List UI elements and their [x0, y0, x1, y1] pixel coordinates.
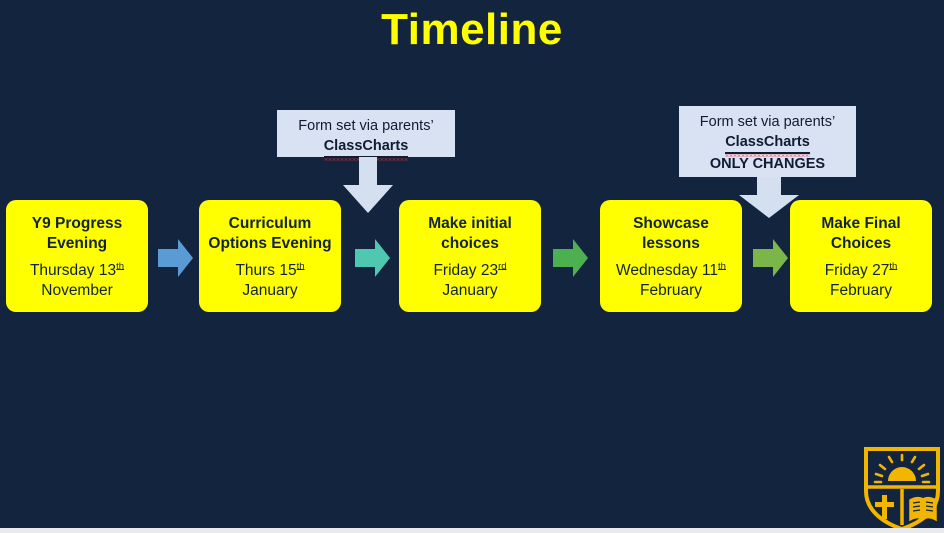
- note-initial-choices-line2: ClassCharts: [287, 136, 445, 161]
- note-initial-choices-line1: Form set via parents’: [298, 118, 434, 134]
- connector-arrow-4: [753, 238, 788, 277]
- note-final-choices: Form set via parents’ ClassCharts ONLY C…: [679, 106, 856, 177]
- note-final-choices-line2: ClassCharts: [689, 132, 846, 157]
- stage-date-4: Wednesday 11th February: [616, 260, 726, 299]
- classcharts-label: ClassCharts: [323, 136, 409, 161]
- classcharts-label-2: ClassCharts: [725, 132, 810, 157]
- cross-icon: [875, 495, 894, 519]
- connector-arrow-1: [158, 238, 193, 277]
- stage-box-showcase-lessons[interactable]: Showcase lessons Wednesday 11th February: [600, 200, 742, 312]
- page-title: Timeline: [381, 5, 563, 54]
- stage-date-1: Thursday 13th November: [29, 260, 125, 299]
- stage-title-4: Showcase lessons: [633, 214, 709, 252]
- note-initial-choices: Form set via parents’ ClassCharts: [277, 110, 455, 161]
- note-final-choices-line1: Form set via parents’: [699, 114, 836, 130]
- school-crest-logo: [858, 443, 944, 532]
- connector-arrow-2: [355, 238, 390, 277]
- stage-box-y9-progress-evening[interactable]: Y9 Progress Evening Thursday 13th Novemb…: [6, 200, 148, 312]
- stage-box-make-final-choices[interactable]: Make Final Choices Friday 27th February: [790, 200, 932, 312]
- sun-icon: [873, 453, 931, 484]
- note-final-choices-line3: ONLY CHANGES: [709, 156, 826, 172]
- stage-title-1: Y9 Progress Evening: [31, 214, 123, 252]
- down-arrow-initial-choices: [340, 157, 396, 215]
- down-arrow-final-choices: [737, 177, 801, 219]
- stage-date-2: Thurs 15th January: [235, 260, 305, 299]
- open-book-icon: [909, 496, 937, 522]
- connector-arrow-3: [553, 238, 588, 277]
- bottom-strip: [0, 528, 944, 533]
- stage-date-3: Friday 23rd January: [433, 260, 507, 299]
- stage-title-3: Make initial choices: [428, 214, 512, 252]
- stage-box-curriculum-options-evening[interactable]: Curriculum Options Evening Thurs 15th Ja…: [199, 200, 341, 312]
- stage-date-5: Friday 27th February: [824, 260, 898, 299]
- stage-title-2: Curriculum Options Evening: [208, 214, 332, 252]
- stage-title-5: Make Final Choices: [821, 214, 901, 252]
- stage-box-make-initial-choices[interactable]: Make initial choices Friday 23rd January: [399, 200, 541, 312]
